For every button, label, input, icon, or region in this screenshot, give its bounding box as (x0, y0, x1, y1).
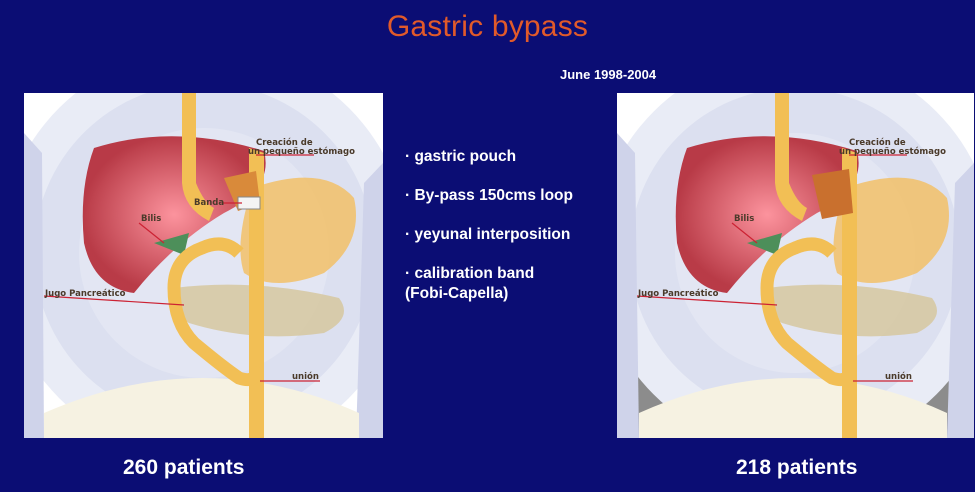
label-bile: Bilis (734, 214, 754, 224)
diagram-left: Creación de un pequeño estómago Banda Bi… (24, 93, 383, 438)
label-creation-2: un pequeño estómago (839, 146, 946, 157)
label-creation-2: un pequeño estómago (248, 146, 355, 157)
torso-left (24, 133, 44, 438)
diagram-right-illustration: Creación de un pequeño estómago Bilis Ju… (617, 93, 974, 438)
diagram-right: Creación de un pequeño estómago Bilis Ju… (617, 93, 974, 438)
diagram-left-illustration: Creación de un pequeño estómago Banda Bi… (24, 93, 383, 438)
bullet-bypass-loop: · By-pass 150cms loop (405, 186, 615, 206)
bullet-fobi-capella: (Fobi-Capella) (405, 284, 615, 304)
caption-right: 218 patients (736, 456, 857, 480)
label-union: unión (885, 371, 912, 382)
bullet-yeyunal: · yeyunal interposition (405, 225, 615, 245)
label-pancreatic: Jugo Pancreático (637, 289, 719, 299)
bullet-list: · gastric pouch · By-pass 150cms loop · … (405, 147, 615, 323)
slide-title: Gastric bypass (0, 10, 975, 44)
bullet-calibration-band: · calibration band (405, 264, 615, 284)
label-union: unión (292, 371, 319, 382)
label-pancreatic: Jugo Pancreático (44, 289, 126, 299)
slide-subtitle: June 1998-2004 (560, 67, 656, 82)
label-bile: Bilis (141, 214, 161, 224)
label-band: Banda (194, 198, 224, 208)
caption-left: 260 patients (123, 456, 244, 480)
bullet-gastric-pouch: · gastric pouch (405, 147, 615, 167)
